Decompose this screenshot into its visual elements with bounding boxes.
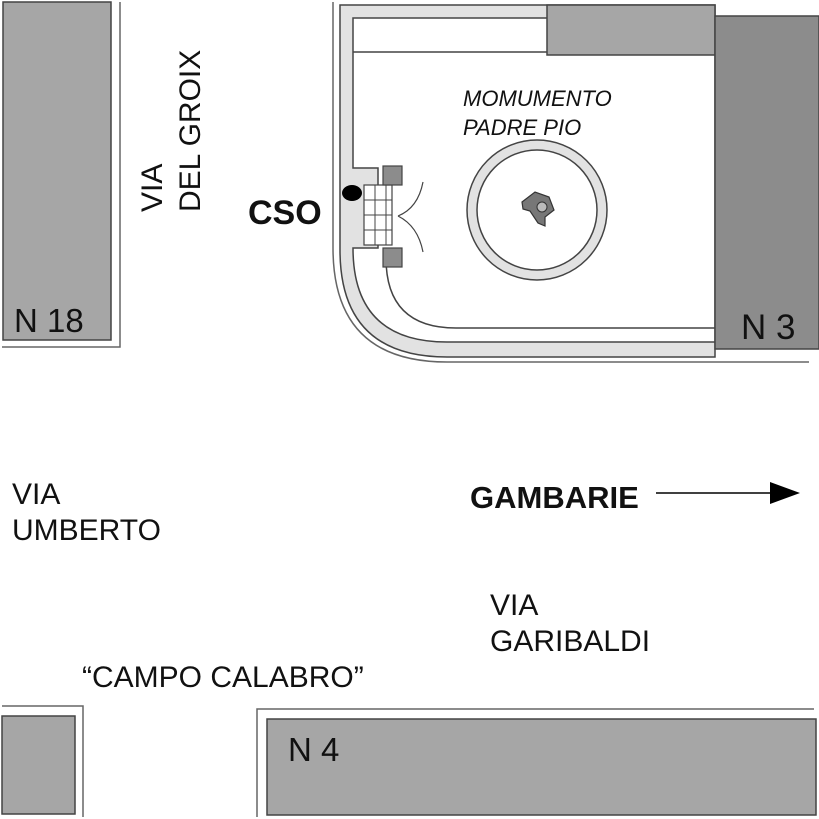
- monument-label-line1: MOMUMENTO: [463, 86, 612, 111]
- building-n4-curb: [256, 708, 814, 817]
- building-bottom-left: [1, 705, 84, 817]
- gate-arc-top: [397, 181, 424, 217]
- building-n18-shape: [2, 1, 112, 341]
- campo-calabro-label: “CAMPO CALABRO”: [82, 661, 364, 694]
- building-n3: N 3: [714, 15, 819, 350]
- statue-icon: [521, 191, 555, 227]
- via-umberto-line2: UMBERTO: [12, 514, 161, 547]
- street-label-via-garibaldi: VIA GARIBALDI: [490, 589, 650, 658]
- cso-marker: [342, 185, 362, 201]
- piazza: [332, 2, 809, 363]
- building-n18-curb: [2, 2, 121, 348]
- building-n3-label: N 3: [741, 308, 795, 347]
- cso-label: CSO: [248, 194, 322, 232]
- monument-label: MOMUMENTO PADRE PIO: [463, 86, 612, 140]
- via-umberto-line1: VIA: [12, 478, 60, 511]
- direction-gambarie: GAMBARIE: [470, 480, 800, 515]
- building-n3-shape: [714, 15, 819, 350]
- via-garibaldi-line2: GARIBALDI: [490, 625, 650, 658]
- monument-label-line2: PADRE PIO: [463, 115, 581, 140]
- piazza-sidewalk: [339, 4, 716, 358]
- building-bottom-left-curb: [2, 705, 84, 817]
- building-n18: N 18: [2, 1, 121, 348]
- building-n4-shape: [266, 718, 817, 816]
- street-label-via-del-groix: VIA DEL GROIX: [136, 50, 207, 212]
- arrow-right-icon: [770, 482, 800, 504]
- building-top-annex: [546, 4, 716, 56]
- via-del-groix-line2: DEL GROIX: [174, 50, 207, 212]
- gate-arc-bottom: [397, 215, 424, 253]
- via-garibaldi-line1: VIA: [490, 589, 538, 622]
- pillar-bottom: [382, 247, 403, 268]
- building-n18-label: N 18: [14, 302, 84, 339]
- gambarie-label: GAMBARIE: [470, 480, 639, 515]
- building-bottom-left-shape: [1, 715, 76, 815]
- piazza-outer-curb: [332, 2, 809, 363]
- building-n4: N 4: [256, 708, 817, 817]
- piazza-inner-curve: [385, 257, 715, 329]
- street-label-via-umberto: VIA UMBERTO: [12, 478, 161, 547]
- steps: [363, 184, 393, 246]
- via-del-groix-line1: VIA: [136, 164, 169, 212]
- pillar-top: [382, 165, 403, 186]
- building-n4-label: N 4: [288, 731, 339, 768]
- monument: [466, 139, 608, 281]
